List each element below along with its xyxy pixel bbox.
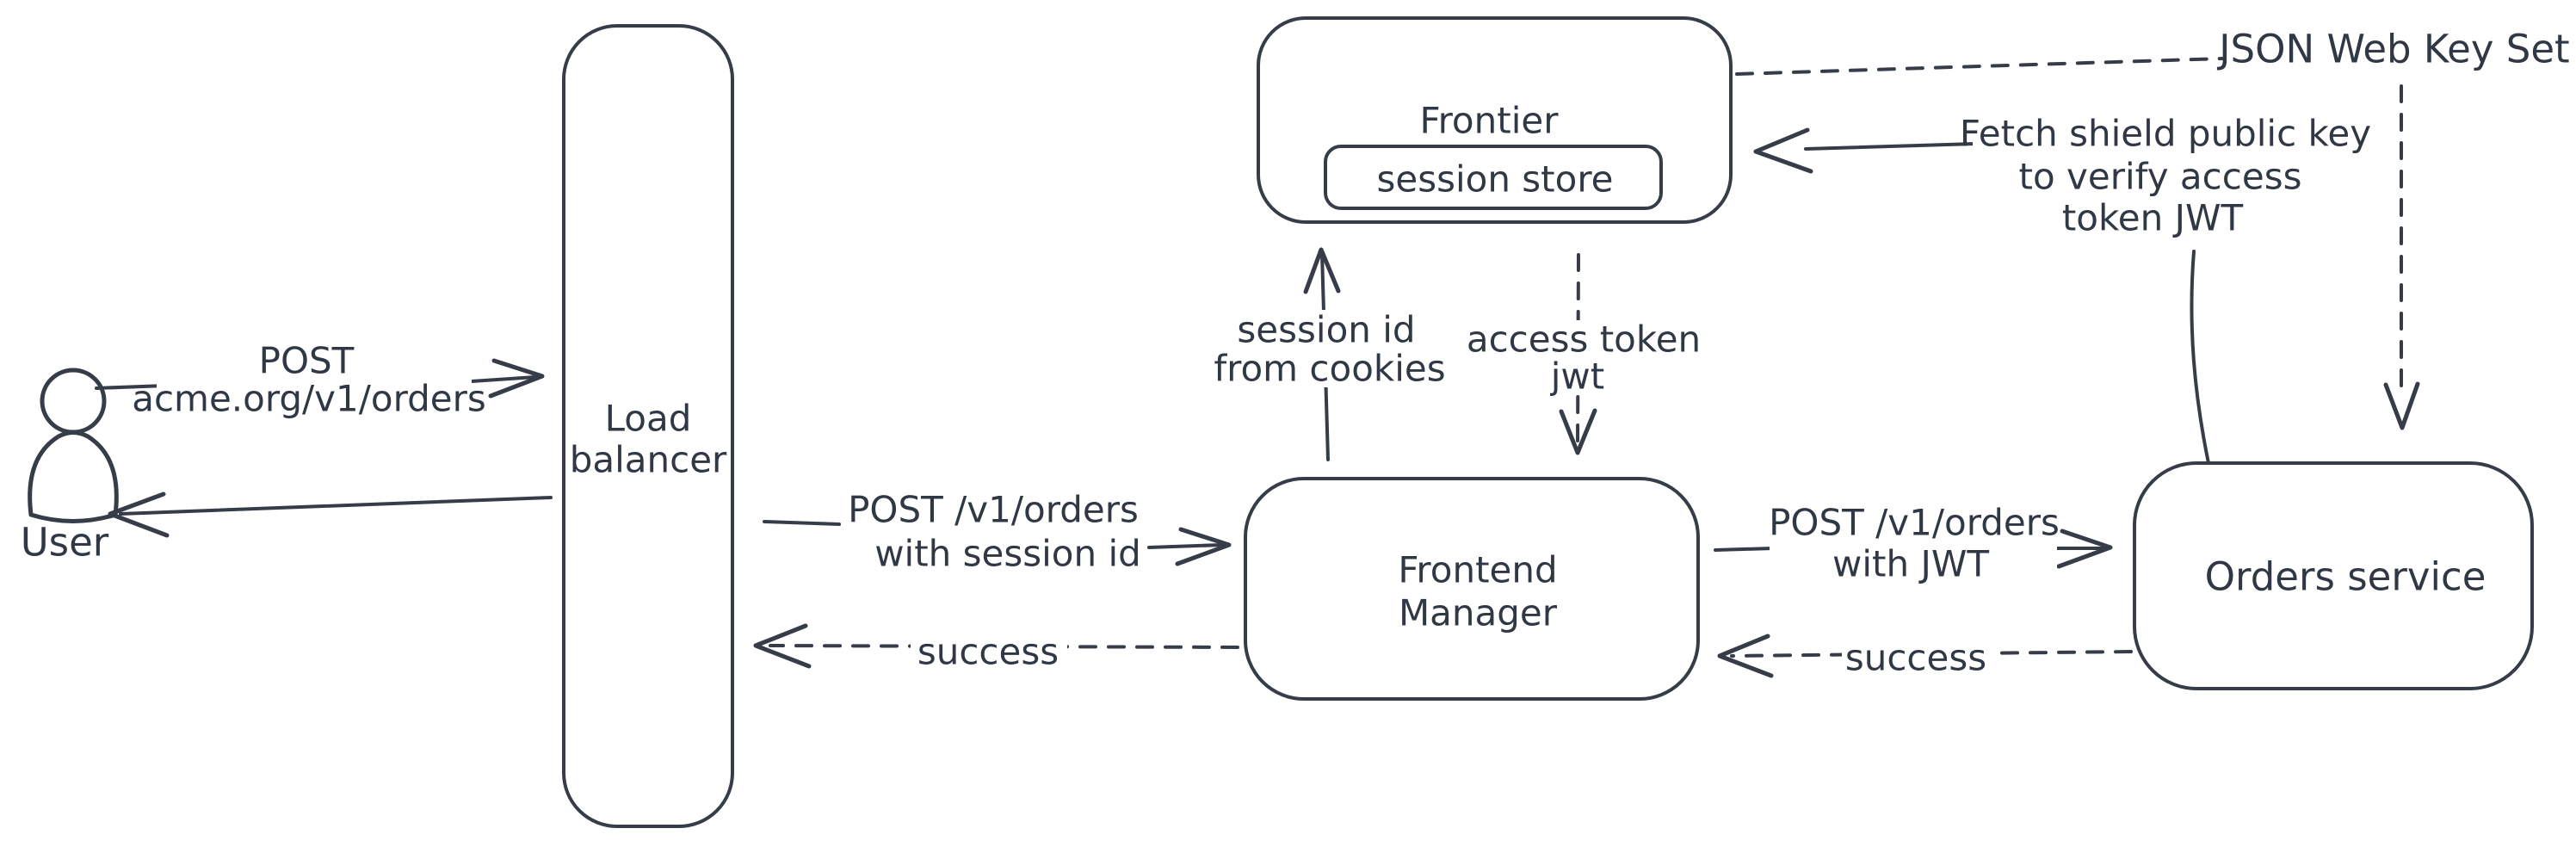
- edge-return-to-user: [108, 492, 553, 538]
- arrowhead: [488, 358, 545, 399]
- arrowhead: [1559, 408, 1597, 455]
- arrow-shaft: [1804, 142, 1977, 151]
- frontend-manager-box: [1244, 477, 1700, 701]
- arrowhead: [1303, 247, 1341, 294]
- edge-label: with JWT: [1832, 543, 1989, 585]
- arrow-shaft: [1714, 547, 1775, 552]
- edge-label: POST: [259, 340, 355, 382]
- orders-service-box: [2133, 461, 2534, 690]
- dashed-connector: [1735, 57, 2224, 76]
- session-store-label: session store: [1376, 158, 1613, 201]
- edge-label: with session id: [874, 533, 1141, 575]
- arrowhead: [1717, 634, 1774, 678]
- label-jwks: JSON Web Key Set: [2216, 24, 2570, 74]
- frontend-manager-label: Frontend: [1398, 549, 1557, 591]
- user-node: User: [21, 368, 119, 566]
- edge-label: acme.org/v1/orders: [132, 378, 486, 420]
- frontend-manager-node: Frontend Manager: [1244, 477, 1700, 701]
- curve-from-orders: [2190, 250, 2210, 465]
- edge-label: POST /v1/orders: [848, 489, 1139, 531]
- edge-label: token JWT: [2062, 197, 2244, 239]
- label-fetch-public-key: Fetch shield public key to verify access…: [1960, 112, 2371, 239]
- arrow-shaft: [119, 496, 553, 516]
- edge-jwks-to-orders: [2383, 84, 2420, 430]
- frontier-title: Frontier: [1419, 100, 1559, 142]
- edge-label: to verify access: [2019, 156, 2302, 198]
- label-post-with-session-id: POST /v1/orders with session id: [848, 489, 1147, 575]
- label-success-left: success: [911, 631, 1067, 673]
- label-post-acme-orders: POST acme.org/v1/orders: [132, 340, 486, 420]
- arrowhead: [1753, 127, 1813, 174]
- edge-jwks-link: [1735, 57, 2224, 76]
- edge-label: from cookies: [1214, 348, 1445, 390]
- label-success-right: success: [1842, 637, 1993, 679]
- edge-label: success: [1845, 637, 1986, 679]
- orders-service-label: Orders service: [2205, 554, 2486, 600]
- arrowhead: [753, 623, 812, 669]
- load-balancer-label: balancer: [570, 439, 727, 481]
- edge-label: success: [917, 631, 1059, 673]
- label-post-with-jwt: POST /v1/orders with JWT: [1769, 502, 2060, 585]
- edge-post-acme-orders: [95, 358, 545, 399]
- edge-label: POST /v1/orders: [1769, 502, 2060, 544]
- user-label: User: [21, 520, 109, 566]
- load-balancer-label: Load: [605, 398, 692, 440]
- arrowhead: [2383, 381, 2420, 430]
- load-balancer-box: [562, 24, 734, 828]
- arrowhead: [1175, 527, 1232, 566]
- label-access-token-jwt: access token jwt: [1465, 318, 1704, 398]
- edge-post-with-jwt: [1714, 529, 2113, 569]
- edge-label: jwt: [1550, 355, 1605, 398]
- edge-fetch-public-key: [1753, 127, 2210, 465]
- arrow-shaft: [763, 520, 841, 526]
- arrow-shaft: [470, 375, 537, 383]
- jwks-label: JSON Web Key Set: [2216, 27, 2569, 72]
- edge-post-with-session-id: [763, 520, 1232, 566]
- arrow-shaft: [1147, 543, 1224, 549]
- orders-service-node: Orders service: [2133, 461, 2534, 690]
- arrowhead: [2056, 529, 2113, 569]
- frontend-manager-label: Manager: [1399, 592, 1558, 634]
- frontier-node: Frontier session store: [1257, 16, 1733, 224]
- user-icon: [28, 430, 119, 523]
- user-icon: [40, 368, 107, 435]
- arrowhead: [108, 492, 170, 538]
- edge-label: Fetch shield public key: [1960, 113, 2371, 155]
- edge-label: session id: [1237, 309, 1415, 351]
- arrow-shaft: [95, 384, 167, 390]
- session-store-box: [1324, 145, 1663, 210]
- label-session-id-from-cookies: session id from cookies: [1212, 309, 1446, 390]
- edge-label: access token: [1467, 318, 1701, 361]
- load-balancer-node: Load balancer: [562, 24, 734, 828]
